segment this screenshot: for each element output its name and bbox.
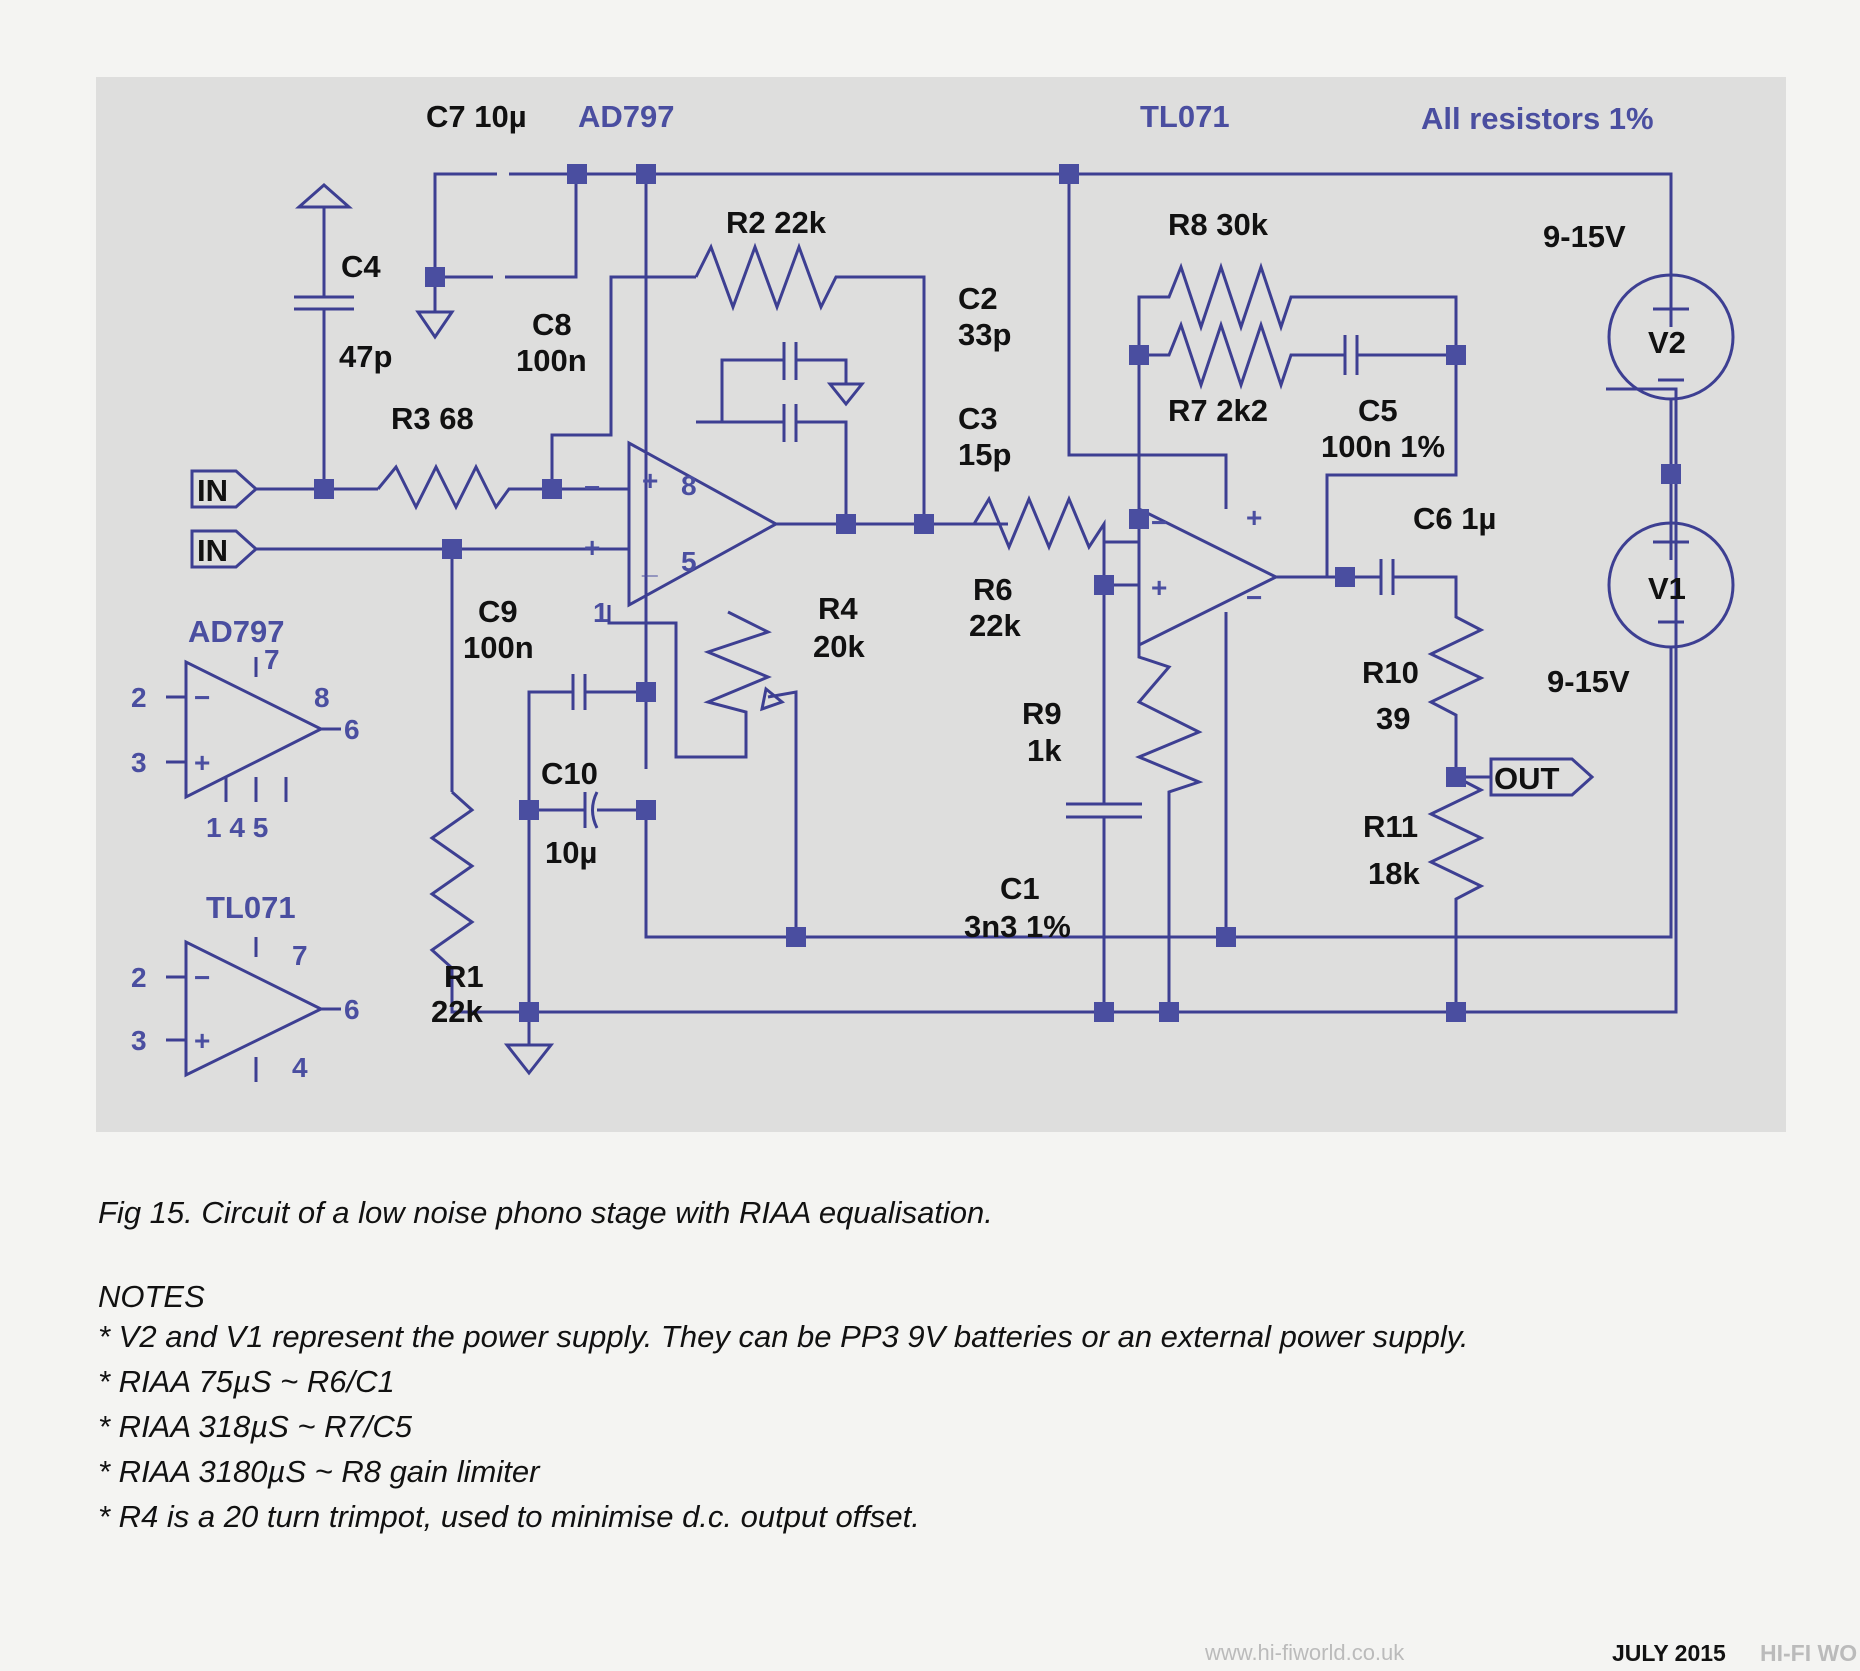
r1-name: R1 xyxy=(444,959,484,994)
circuit-schematic: AD797 TL071 All resistors 1% C7 10µ C4 4… xyxy=(131,99,1735,1083)
notes-title: NOTES xyxy=(98,1279,205,1314)
ad797-pin-8: 8 xyxy=(314,682,330,713)
r6-value: 22k xyxy=(969,608,1021,643)
r4-name: R4 xyxy=(818,591,858,626)
resistor-tolerance-note: All resistors 1% xyxy=(1421,101,1654,136)
tl071-pinout-title: TL071 xyxy=(206,890,296,925)
svg-text:+: + xyxy=(642,465,658,496)
r9-value: 1k xyxy=(1027,733,1062,768)
c10-value: 10µ xyxy=(545,835,597,870)
v1-supply-label: 9-15V xyxy=(1547,664,1630,699)
note-item: * R4 is a 20 turn trimpot, used to minim… xyxy=(98,1499,920,1534)
c6-label: C6 1µ xyxy=(1413,501,1496,536)
c4-name: C4 xyxy=(341,249,381,284)
svg-text:+: + xyxy=(1246,502,1262,533)
r3-label: R3 68 xyxy=(391,401,474,436)
output-port: OUT xyxy=(1494,761,1560,796)
tl071-pin-4: 4 xyxy=(292,1052,308,1083)
ad797-header-label: AD797 xyxy=(578,99,675,134)
input-port-bottom: IN xyxy=(197,533,228,568)
r8-label: R8 30k xyxy=(1168,207,1269,242)
tl071-pin-3: 3 xyxy=(131,1025,147,1056)
c8-value: 100n xyxy=(516,343,587,378)
c4-value: 47p xyxy=(339,339,392,374)
note-item: * RIAA 75µS ~ R6/C1 xyxy=(98,1364,395,1399)
r1-value: 22k xyxy=(431,994,483,1029)
footer-url: www.hi-fiworld.co.uk xyxy=(1205,1640,1405,1665)
note-item: * RIAA 3180µS ~ R8 gain limiter xyxy=(98,1454,540,1489)
tl071-pin-7: 7 xyxy=(292,940,308,971)
v2-label: V2 xyxy=(1648,325,1686,360)
r6-name: R6 xyxy=(973,572,1013,607)
c2-name: C2 xyxy=(958,281,998,316)
note-item: * RIAA 318µS ~ R7/C5 xyxy=(98,1409,412,1444)
svg-text:−: − xyxy=(194,682,210,713)
r11-value: 18k xyxy=(1368,856,1420,891)
svg-text:+: + xyxy=(584,532,600,563)
main-opamp-pin-5: 5 xyxy=(681,546,697,577)
tl071-pin-2: 2 xyxy=(131,962,147,993)
c9-value: 100n xyxy=(463,630,534,665)
main-opamp-pin-1: 1 xyxy=(593,597,609,628)
svg-text:+: + xyxy=(194,1025,210,1056)
c3-name: C3 xyxy=(958,401,998,436)
v1-label: V1 xyxy=(1648,571,1686,606)
c2-value: 33p xyxy=(958,317,1011,352)
c5-value: 100n 1% xyxy=(1321,429,1445,464)
footer-magazine: HI-FI WO xyxy=(1760,1640,1858,1666)
r4-value: 20k xyxy=(813,629,865,664)
figure-caption: Fig 15. Circuit of a low noise phono sta… xyxy=(98,1195,993,1230)
text-area: Fig 15. Circuit of a low noise phono sta… xyxy=(98,1195,1798,1544)
note-item: * V2 and V1 represent the power supply. … xyxy=(98,1319,1469,1354)
r10-value: 39 xyxy=(1376,701,1410,736)
c10-name: C10 xyxy=(541,756,598,791)
svg-text:−: − xyxy=(194,962,210,993)
input-port-top: IN xyxy=(197,473,228,508)
c9-name: C9 xyxy=(478,594,518,629)
c8-name: C8 xyxy=(532,307,572,342)
ad797-pin-2: 2 xyxy=(131,682,147,713)
svg-text:+: + xyxy=(194,747,210,778)
c3-value: 15p xyxy=(958,437,1011,472)
svg-text:−: − xyxy=(584,472,600,503)
r2-label: R2 22k xyxy=(726,205,827,240)
footer-issue: JULY 2015 xyxy=(1612,1640,1726,1666)
ad797-bottom-pins: 1 4 5 xyxy=(206,812,268,843)
r11-name: R11 xyxy=(1363,809,1418,844)
c5-name: C5 xyxy=(1358,393,1398,428)
r7-label: R7 2k2 xyxy=(1168,393,1268,428)
tl071-header-label: TL071 xyxy=(1140,99,1230,134)
svg-text:−: − xyxy=(1246,582,1262,613)
svg-text:−: − xyxy=(1151,507,1167,538)
c1-value: 3n3 1% xyxy=(964,909,1071,944)
tl071-pin-6: 6 xyxy=(344,994,360,1025)
svg-text:_: _ xyxy=(641,548,658,579)
v2-supply-label: 9-15V xyxy=(1543,219,1626,254)
svg-text:+: + xyxy=(1151,572,1167,603)
ad797-pinout-title: AD797 xyxy=(188,614,285,649)
main-opamp-pin-8: 8 xyxy=(681,470,697,501)
r9-name: R9 xyxy=(1022,696,1062,731)
ad797-pin-7: 7 xyxy=(264,644,280,675)
ad797-pin-6: 6 xyxy=(344,714,360,745)
r10-name: R10 xyxy=(1362,655,1419,690)
ad797-pin-3: 3 xyxy=(131,747,147,778)
c1-name: C1 xyxy=(1000,871,1040,906)
c7-label: C7 10µ xyxy=(426,99,527,134)
schematic-panel: AD797 TL071 All resistors 1% C7 10µ C4 4… xyxy=(96,77,1786,1132)
